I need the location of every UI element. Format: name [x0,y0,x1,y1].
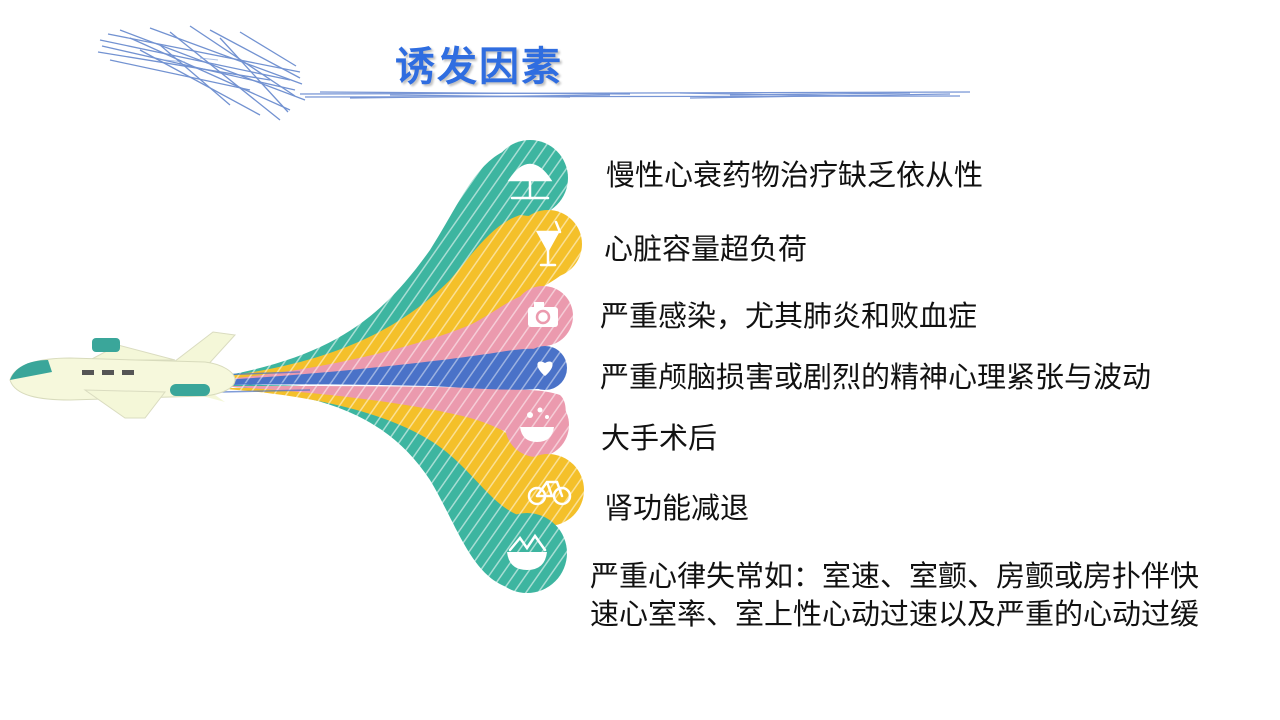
cocktail-icon [535,220,562,267]
factor-item-4: 严重颅脑损害或剧烈的精神心理紧张与波动 [600,360,1152,394]
bathtub-icon [520,407,554,442]
food-bowl-icon [507,533,547,570]
camera-icon [528,302,558,327]
bicycle-icon [527,480,572,506]
factor-item-6: 肾功能减退 [604,491,750,525]
streamer-blue [220,348,561,390]
streamer-yellow-top [210,212,578,382]
airplane-icon [9,331,321,419]
umbrella-icon [507,163,553,200]
bubble-yellow-2 [512,454,584,526]
streamer-teal [200,145,564,385]
factor-item-1: 慢性心衰药物治疗缺乏依从性 [606,158,984,192]
heart-icon [537,361,553,376]
slide-title: 诱发因素 [395,44,563,90]
bubble-pink-2 [505,393,569,457]
factor-item-7: 严重心律失常如：室速、室颤、房颤或房扑伴快速心室率、室上性心动过速以及严重的心动… [590,559,1200,631]
title-scribble-decoration [97,25,971,121]
factor-item-3: 严重感染，尤其肺炎和败血症 [600,299,978,333]
streamer-pink-bottom [215,386,566,442]
factor-item-2: 心脏容量超负荷 [604,232,808,266]
factor-item-5: 大手术后 [601,421,718,455]
